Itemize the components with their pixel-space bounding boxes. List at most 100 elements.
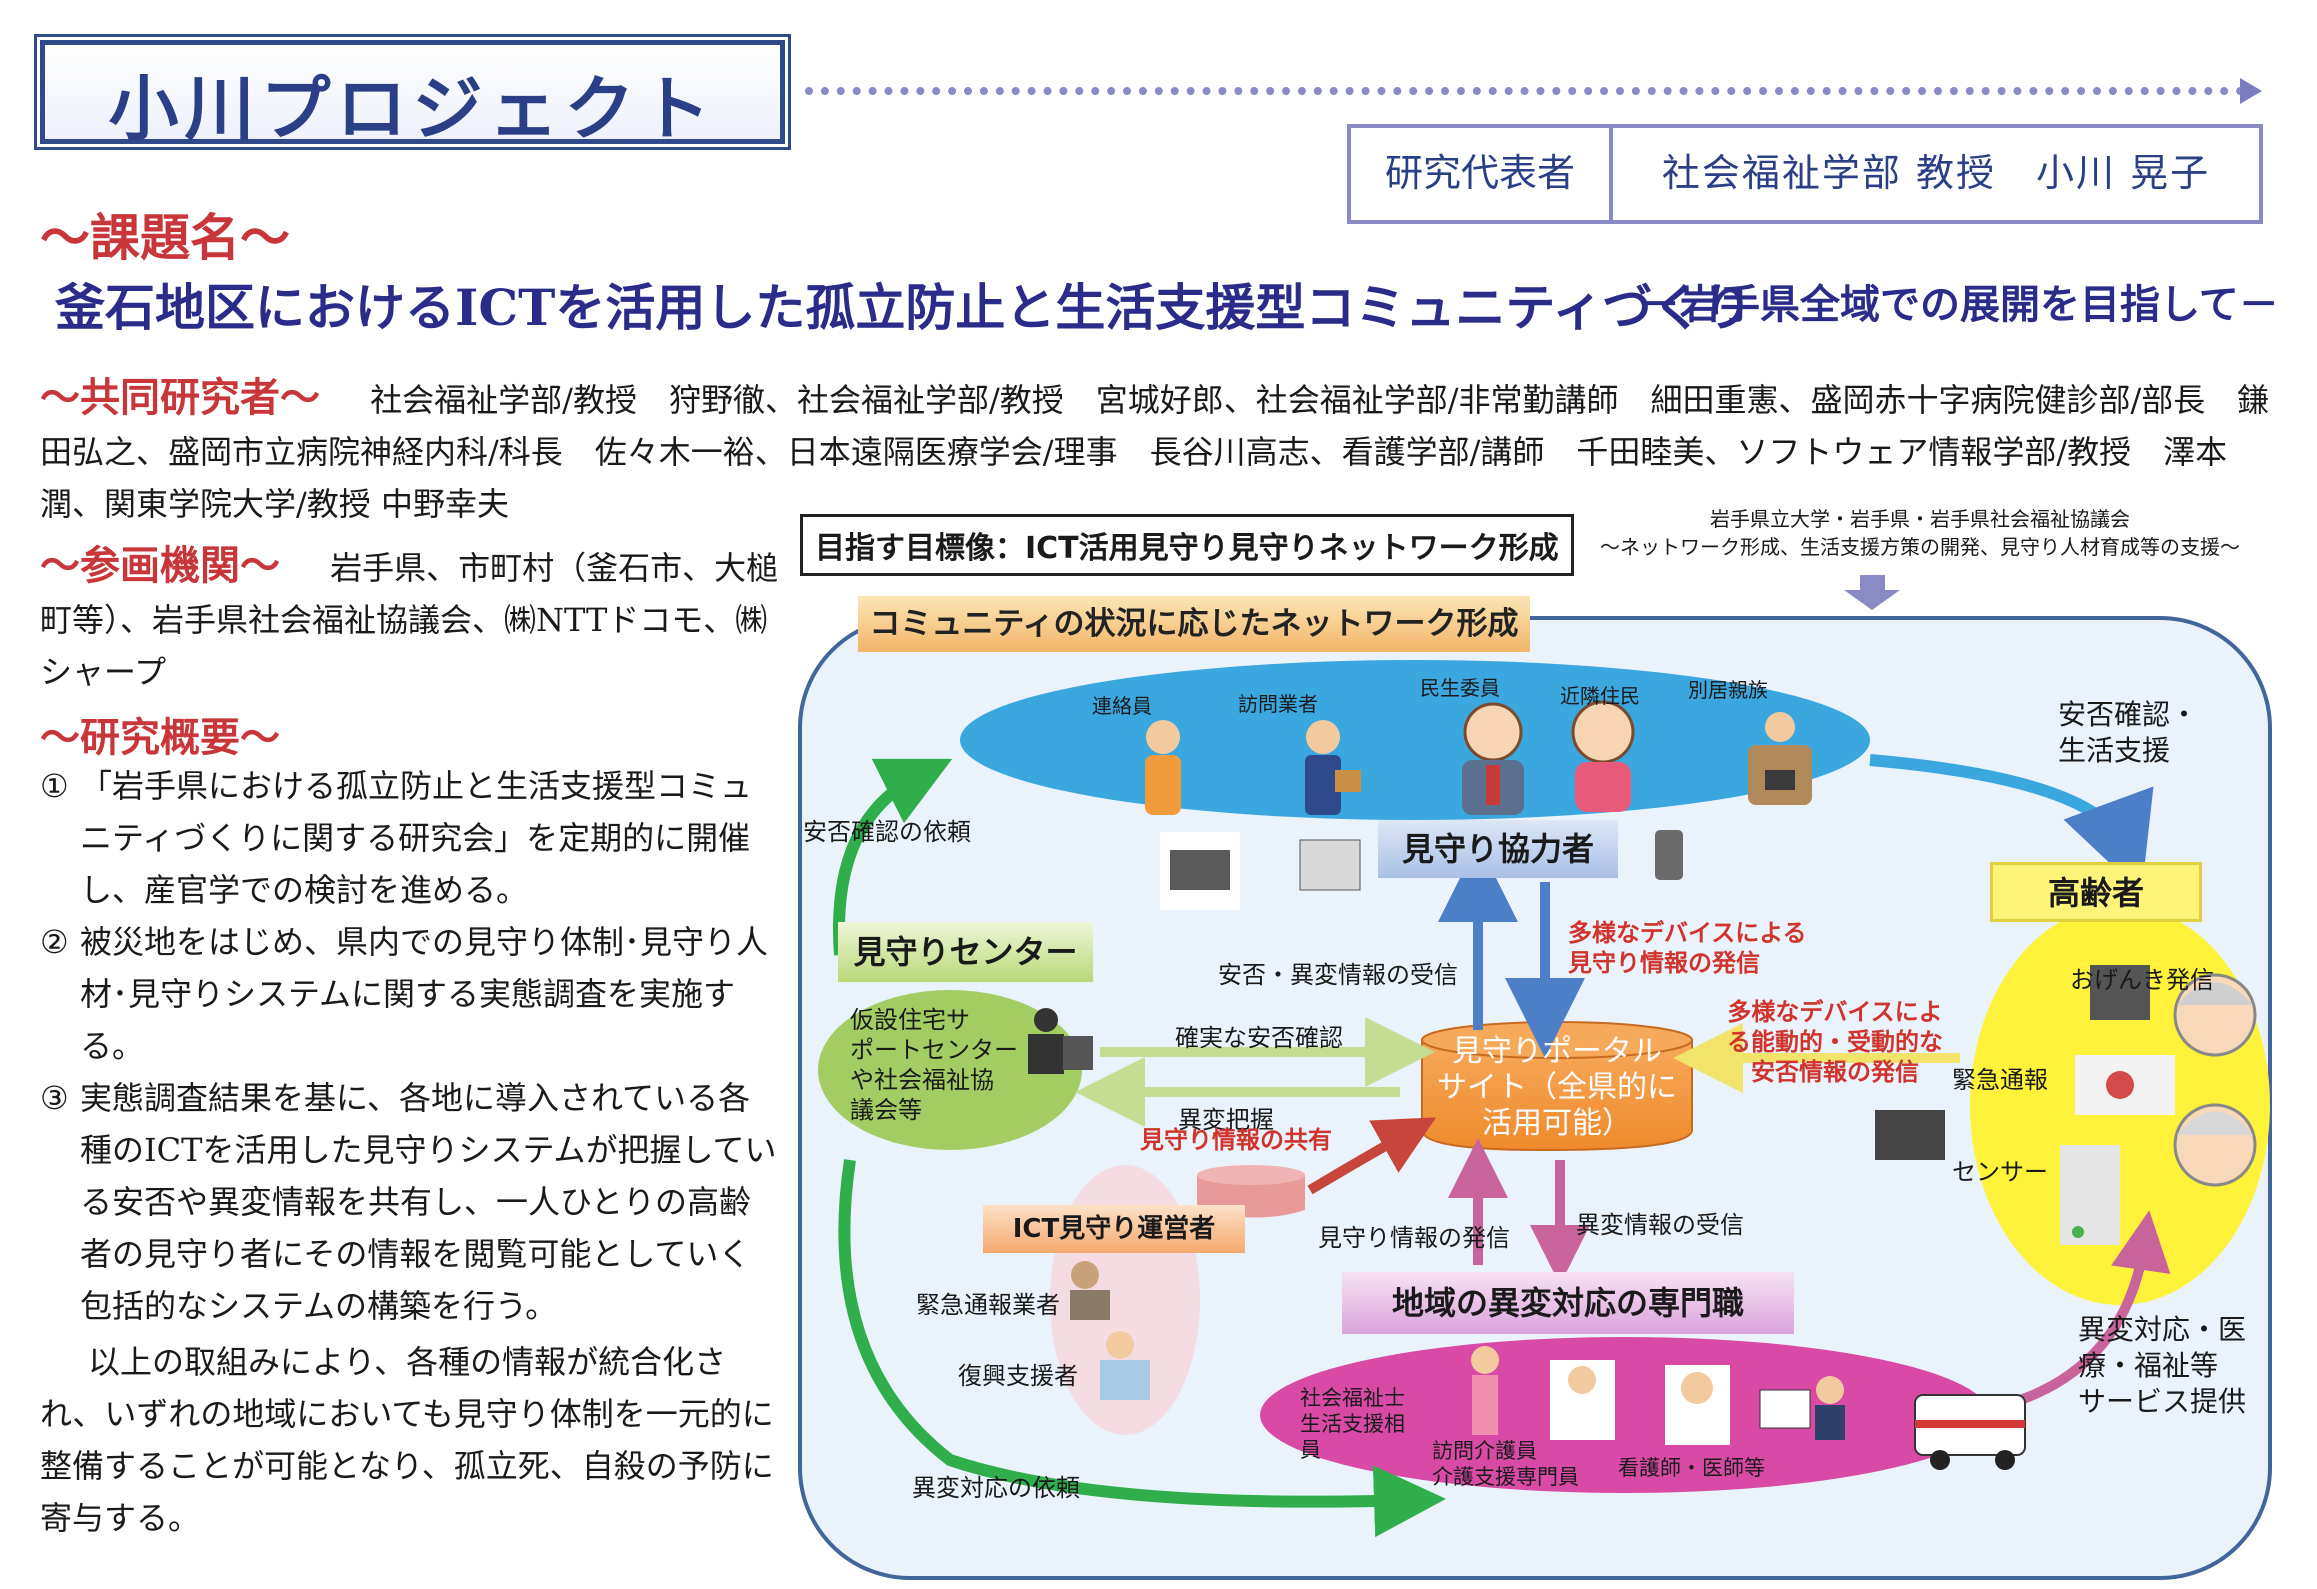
overview-item-number: ③ — [40, 1079, 69, 1117]
arrow-down-icon — [1844, 575, 1900, 610]
supporter-label: 別居親族 — [1688, 678, 1768, 702]
service-line: 異変対応・医 — [2078, 1313, 2247, 1346]
overview-item-number: ① — [40, 767, 69, 805]
request-safety-label: 安否確認の依頼 — [803, 818, 971, 846]
phone-icon — [1655, 830, 1683, 880]
portal-label: 見守りポータル サイト（全県的に 活用可能） — [1422, 1034, 1692, 1142]
request-abnormal-label: 異変対応の依頼 — [912, 1474, 1080, 1502]
overview-list: ① 「岩手県における孤立防止と生活支援型コミュニティづくりに関する研究会」を定期… — [40, 760, 780, 1544]
expert-line: 社会福祉士 — [1300, 1386, 1405, 1410]
center-ellipse — [818, 990, 1082, 1150]
diverse-devices-line: 見守り情報の発信 — [1568, 949, 1760, 977]
participants-heading: 〜参画機関〜 — [40, 542, 280, 589]
ict-operator-label: ICT見守り運営者 — [983, 1205, 1245, 1253]
expert-label: 看護師・医師等 — [1618, 1455, 1765, 1481]
overview-item: ① 「岩手県における孤立防止と生活支援型コミュニティづくりに関する研究会」を定期… — [40, 760, 780, 916]
representative-name: 社会福祉学部 教授 小川 晃子 — [1661, 151, 2211, 195]
overview-item-number: ② — [40, 923, 69, 961]
service-label: 異変対応・医 療・福祉等 サービス提供 — [2078, 1312, 2246, 1420]
collaborators-heading: 〜共同研究者〜 — [40, 374, 320, 421]
overview-conclusion: 以上の取組みにより、各種の情報が統合化され、いずれの地域においても見守り体制を一… — [40, 1343, 774, 1537]
safety-support-line: 生活支援 — [2058, 734, 2171, 767]
overview-item: ③ 実態調査結果を基に、各地に導入されている各種のICTを活用した見守りシステム… — [40, 1072, 780, 1332]
supporter-label: 連絡員 — [1092, 694, 1152, 718]
safety-support-label: 安否確認・ 生活支援 — [2058, 697, 2198, 769]
send-watch-info-label: 見守り情報の発信 — [1318, 1224, 1510, 1252]
portal-line: 活用可能） — [1482, 1106, 1632, 1141]
diverse-devices-line: 多様なデバイスによる — [1568, 919, 1807, 947]
diverse-devices-line: 多様なデバイスによ — [1727, 998, 1943, 1026]
laptop-icon — [1299, 839, 1361, 891]
telephone-icon — [2090, 965, 2150, 1020]
collaborators-text: 社会福祉学部/教授 狩野徹、社会福祉学部/教授 宮城好郎、社会福祉学部/非常勤講… — [40, 381, 2270, 523]
diverse-devices-line: る能動的・受動的な — [1727, 1028, 1943, 1056]
dotted-divider — [805, 87, 2245, 95]
person-icon — [1070, 1261, 1110, 1320]
abnormal-grasp-label: 異変把握 — [1178, 1106, 1274, 1134]
police-icon — [1759, 1376, 1845, 1440]
person-icon — [1550, 1360, 1615, 1440]
watch-center-label: 見守りセンター — [838, 922, 1093, 982]
operator-icon — [1028, 1008, 1093, 1074]
diverse-devices-line: 安否情報の発信 — [1751, 1058, 1919, 1086]
expert-line: 員 — [1300, 1438, 1321, 1462]
center-desc-line: 仮設住宅サ — [850, 1006, 970, 1034]
elderly-face-icon — [2173, 973, 2257, 1057]
center-desc-line: 議会等 — [850, 1096, 922, 1124]
network-diagram — [798, 575, 2272, 1580]
overview-item-text: 被災地をはじめ、県内での見守り体制･見守り人材･見守りシステムに関する実態調査を… — [80, 923, 769, 1065]
expert-label: 訪問介護員 介護支援専門員 — [1432, 1438, 1579, 1490]
theme-title: 釜石地区におけるICTを活用した孤立防止と生活支援型コミュニティづくり — [55, 278, 1753, 337]
title-box: 小川プロジェクト — [40, 40, 785, 150]
support-org-desc: 〜ネットワーク形成、生活支援方策の開発、見守り人材育成等の支援〜 — [1600, 535, 2240, 559]
collaborators-section: 〜共同研究者〜 社会福祉学部/教授 狩野徹、社会福祉学部/教授 宮城好郎、社会福… — [40, 372, 2290, 530]
receive-info-label: 安否・異変情報の受信 — [1218, 961, 1458, 989]
supporter-label: 訪問業者 — [1238, 692, 1318, 716]
elderly-item-label: おげんき発信 — [2070, 966, 2214, 994]
diverse-devices-label: 多様なデバイスによる 見守り情報の発信 — [1568, 918, 1807, 978]
arrow-right-icon — [2240, 78, 2262, 104]
support-org-name: 岩手県立大学・岩手県・岩手県社会福祉協議会 — [1710, 507, 2130, 531]
community-ellipse — [960, 660, 1870, 820]
person-icon — [1571, 700, 1635, 812]
watch-cooperators-label: 見守り協力者 — [1378, 820, 1618, 878]
expert-label: 社会福祉士 生活支援相 員 — [1300, 1385, 1405, 1463]
representative-label: 研究代表者 — [1351, 128, 1613, 220]
portal-line: サイト（全県的に — [1437, 1070, 1677, 1105]
receive-abnormal-label: 異変情報の受信 — [1576, 1211, 1744, 1239]
overview-item-text: 「岩手県における孤立防止と生活支援型コミュニティづくりに関する研究会」を定期的に… — [80, 767, 753, 909]
ambulance-icon — [1914, 1394, 2026, 1470]
emergency-operator-label: 緊急通報業者 — [916, 1291, 1060, 1319]
representative-box: 研究代表者 社会福祉学部 教授 小川 晃子 — [1347, 124, 2263, 224]
center-desc-line: ポートセンター — [850, 1036, 1018, 1064]
center-desc-line: や社会福祉協 — [850, 1066, 994, 1094]
person-icon — [1305, 720, 1361, 815]
local-expert-label: 地域の異変対応の専門職 — [1342, 1272, 1794, 1334]
overview-item-text: 実態調査結果を基に、各地に導入されている各種のICTを活用した見守りシステムが把… — [80, 1079, 777, 1325]
tablet-icon — [1875, 1110, 1945, 1160]
service-line: サービス提供 — [2078, 1385, 2247, 1418]
portal-line: 見守りポータル — [1452, 1034, 1662, 1069]
expert-line: 看護師・医師等 — [1618, 1456, 1765, 1480]
expert-line: 介護支援専門員 — [1432, 1465, 1579, 1489]
supporter-label: 近隣住民 — [1560, 684, 1640, 708]
person-icon — [1471, 1346, 1499, 1435]
elderly-item-label: センサー — [1952, 1158, 2048, 1186]
person-icon — [1462, 702, 1524, 815]
expert-line: 生活支援相 — [1300, 1412, 1405, 1436]
sure-confirm-label: 確実な安否確認 — [1175, 1024, 1343, 1052]
expert-line: 訪問介護員 — [1432, 1439, 1537, 1463]
safety-support-line: 安否確認・ — [2058, 698, 2199, 731]
center-description: 仮設住宅サ ポートセンター や社会福祉協 議会等 — [850, 1005, 1018, 1125]
sensor-icon — [2060, 1145, 2120, 1245]
elderly-face-icon — [2173, 1103, 2257, 1187]
person-icon — [1748, 712, 1812, 805]
recovery-supporter-label: 復興支援者 — [958, 1362, 1078, 1390]
network-formation-label: コミュニティの状況に応じたネットワーク形成 — [858, 596, 1530, 652]
goal-label: 目指す目標像：ICT活用見守り見守りネットワーク形成 — [800, 514, 1574, 576]
support-org: 岩手県立大学・岩手県・岩手県社会福祉協議会 〜ネットワーク形成、生活支援方策の開… — [1590, 505, 2250, 561]
expert-ellipse — [1260, 1337, 1990, 1493]
supporter-label: 民生委員 — [1420, 676, 1500, 700]
share-info-label: 見守り情報の共有 — [1140, 1126, 1332, 1154]
overview-heading: 〜研究概要〜 — [40, 714, 280, 761]
